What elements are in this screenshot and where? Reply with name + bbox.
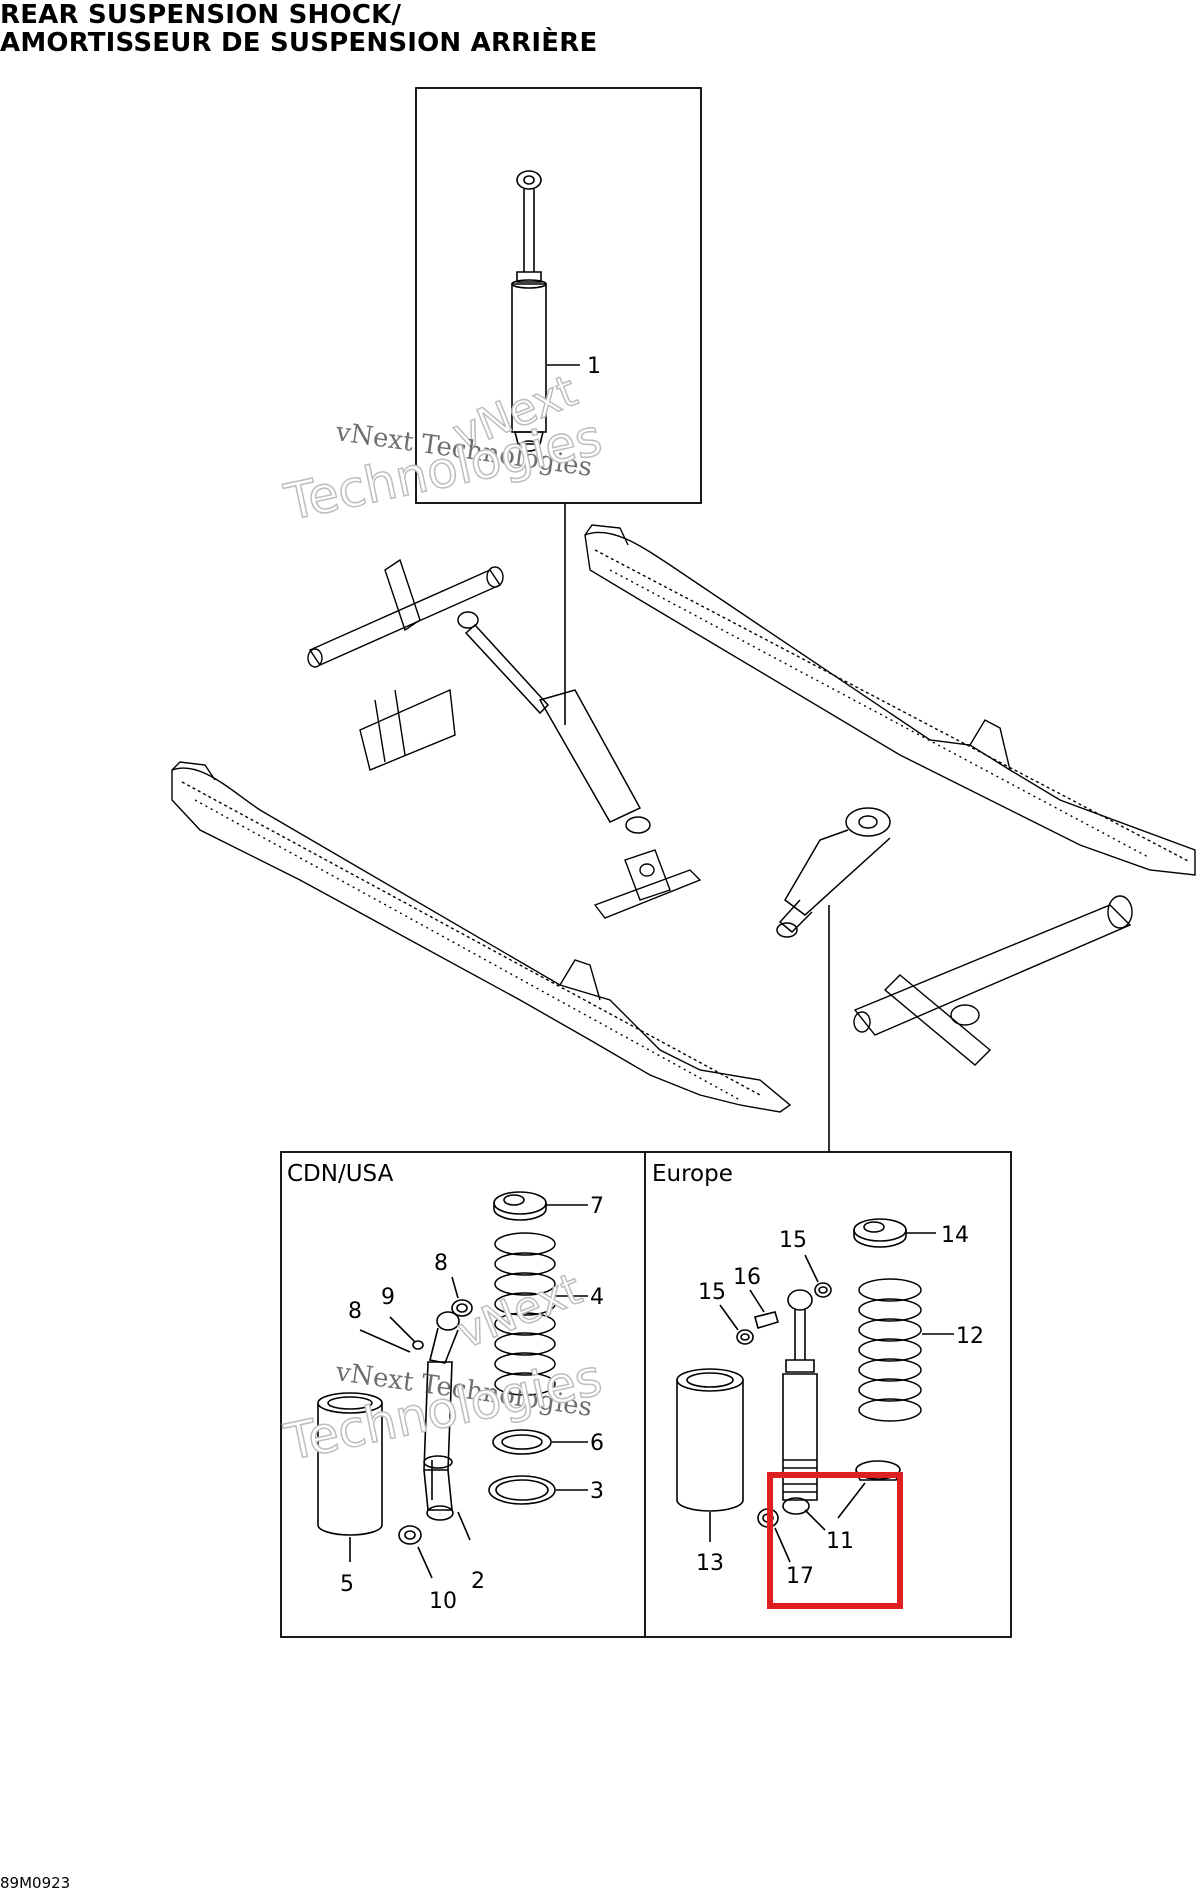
part-2-shock-absorber[interactable] xyxy=(423,1311,460,1521)
callout-1: 1 xyxy=(587,354,601,379)
svg-text:Technologies: Technologies xyxy=(279,408,606,532)
page-title-french: AMORTISSEUR DE SUSPENSION ARRIÈRE xyxy=(0,28,598,58)
svg-text:vNext: vNext xyxy=(450,1264,588,1359)
callout-13: 13 xyxy=(696,1551,724,1576)
front-arm xyxy=(307,558,504,771)
rear-arm xyxy=(853,895,1133,1066)
callout-9: 9 xyxy=(381,1285,395,1310)
left-slide-rail xyxy=(171,761,792,1113)
figure-code: 89M0923 xyxy=(0,1874,71,1892)
part-14-spring-stopper[interactable] xyxy=(853,1218,907,1248)
rear-shock-bracket xyxy=(593,849,702,919)
part-15-bushing-a[interactable] xyxy=(814,1282,832,1298)
spring-kits-box xyxy=(280,1151,1012,1638)
part-12-spring[interactable] xyxy=(858,1278,922,1422)
shock-absorber-assembly[interactable] xyxy=(511,170,547,452)
part-5-protector-boot[interactable] xyxy=(317,1392,383,1536)
shock-detail-box xyxy=(415,87,702,504)
right-slide-rail xyxy=(584,524,1196,876)
part-13-protector-boot[interactable] xyxy=(676,1368,744,1512)
part-16-sleeve[interactable] xyxy=(754,1311,779,1330)
part-6-collar[interactable] xyxy=(492,1429,552,1455)
part-8-bushing-upper[interactable] xyxy=(451,1299,473,1317)
part-15-bushing-b[interactable] xyxy=(736,1329,754,1345)
callout-10: 10 xyxy=(429,1589,457,1614)
part-7-spring-stopper[interactable] xyxy=(493,1191,547,1221)
part-10-bushing-lower[interactable] xyxy=(398,1525,422,1545)
part-9-sleeve[interactable] xyxy=(412,1340,424,1350)
part-europe-shock[interactable] xyxy=(782,1289,818,1515)
part-3-washer[interactable] xyxy=(488,1475,556,1505)
callout-15-lower: 15 xyxy=(698,1280,726,1305)
page-title-english: REAR SUSPENSION SHOCK/ xyxy=(0,0,402,30)
highlight-box xyxy=(767,1472,903,1609)
callout-12: 12 xyxy=(956,1324,984,1349)
callout-3: 3 xyxy=(590,1479,604,1504)
callout-8-upper: 8 xyxy=(434,1251,448,1276)
callout-2: 2 xyxy=(471,1569,485,1594)
section-label-cdn-usa: CDN/USA xyxy=(287,1161,394,1187)
svg-text:Technologies: Technologies xyxy=(279,1348,606,1472)
callout-11: 11 xyxy=(826,1529,854,1554)
part-4-spring[interactable] xyxy=(494,1232,556,1396)
callout-8-lower: 8 xyxy=(348,1299,362,1324)
callout-7: 7 xyxy=(590,1194,604,1219)
installed-shock xyxy=(457,611,651,834)
callout-16: 16 xyxy=(733,1265,761,1290)
callout-17: 17 xyxy=(786,1564,814,1589)
callout-14: 14 xyxy=(941,1223,969,1248)
watermark-lower: vNext vNext Technologies Technologies xyxy=(279,1263,608,1473)
callout-15-upper: 15 xyxy=(779,1228,807,1253)
callout-5: 5 xyxy=(340,1572,354,1597)
installed-rear-shock-spring xyxy=(776,807,891,938)
watermark-upper: vNext vNext Technologies Technologies xyxy=(279,365,608,533)
callout-4: 4 xyxy=(590,1285,604,1310)
section-label-europe: Europe xyxy=(652,1161,733,1187)
callout-6: 6 xyxy=(590,1431,604,1456)
